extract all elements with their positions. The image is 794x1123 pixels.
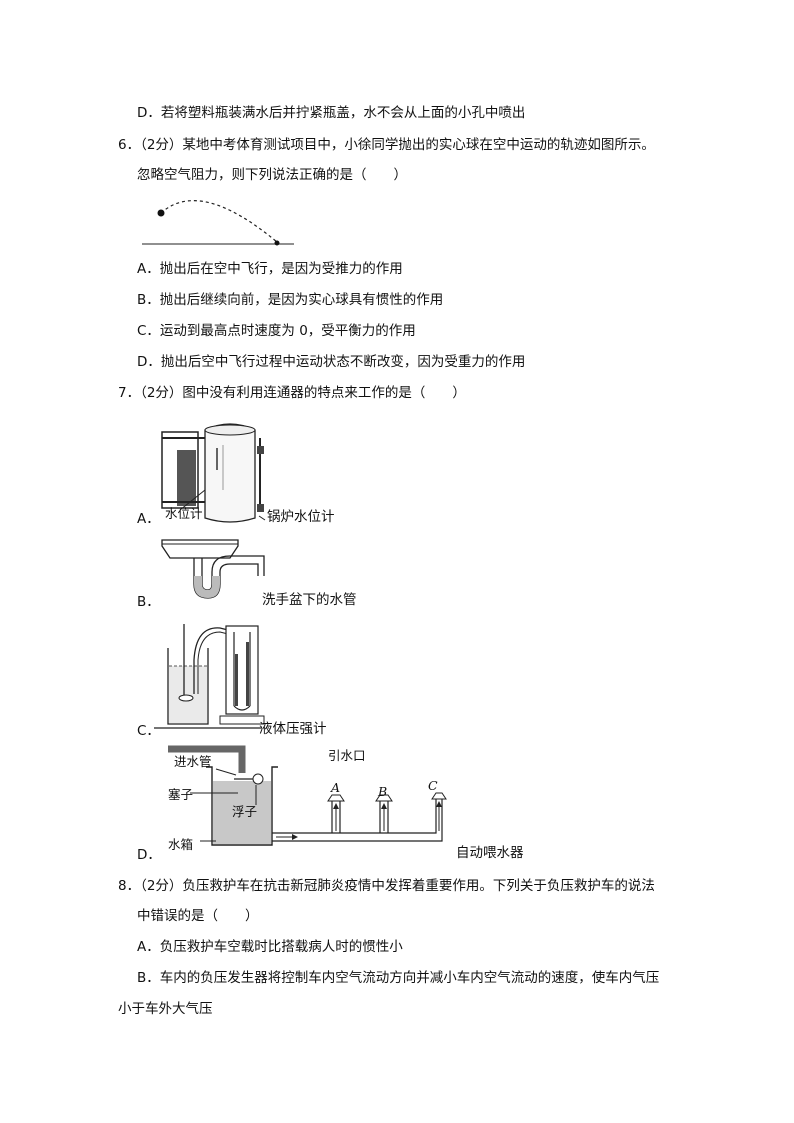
inlet-pipe-label: 进水管	[174, 754, 212, 769]
inlet-pipe	[168, 745, 246, 773]
q6-option-b: B．抛出后继续向前，是因为实心球具有惯性的作用	[137, 292, 444, 308]
outlet-label: 引水口	[328, 748, 366, 763]
q7-pressure-gauge-figure	[154, 624, 265, 729]
q6-option-d: D．抛出后空中飞行过程中运动状态不断改变，因为受重力的作用	[137, 354, 526, 370]
q7-water-feeder-figure	[168, 745, 447, 846]
outlet-b-label: B	[378, 784, 388, 799]
ball-start-point	[157, 209, 165, 217]
pressure-gauge-caption: 液体压强计	[259, 721, 327, 737]
q6-trajectory-figure	[142, 200, 294, 246]
q6-option-c: C．运动到最高点时速度为 0，受平衡力的作用	[137, 323, 416, 339]
q7-option-b-letter: B．	[137, 594, 160, 610]
tank-water	[213, 781, 271, 844]
q6-stem-line-1: 6．（2分）某地中考体育测试项目中，小徐同学抛出的实心球在空中运动的轨迹如图所示…	[118, 137, 655, 153]
q5-option-d: D．若将塑料瓶装满水后并拧紧瓶盖，水不会从上面的小孔中喷出	[137, 105, 526, 121]
outlet-a-label: A	[331, 780, 341, 795]
gauge-liquid-right	[246, 642, 249, 706]
float-label: 浮子	[232, 804, 258, 819]
gauge-board	[225, 625, 259, 715]
trajectory-curve	[160, 200, 278, 243]
water-level-gauge-label: 水位计	[165, 506, 203, 521]
ball-landing-point	[274, 240, 280, 246]
sink-pipe-caption: 洗手盆下的水管	[262, 592, 357, 608]
q7-boiler-figure	[161, 423, 266, 523]
gauge-water	[177, 450, 196, 506]
q8-option-a: A．负压救护车空载时比搭载病人时的惯性小	[137, 939, 403, 955]
beaker	[167, 648, 209, 725]
q7-option-c-letter: C．	[137, 723, 160, 739]
boiler-body	[204, 423, 256, 523]
q6-option-a: A．抛出后在空中飞行，是因为受推力的作用	[137, 261, 403, 277]
gauge-liquid-left	[235, 654, 238, 706]
water-tank	[206, 766, 278, 846]
q7-option-d-letter: D．	[137, 847, 161, 863]
q7-stem: 7．（2分）图中没有利用连通器的特点来工作的是（ ）	[118, 385, 466, 401]
q6-stem-line-2: 忽略空气阻力，则下列说法正确的是（ ）	[137, 167, 407, 183]
q7-option-a-letter: A．	[137, 511, 160, 527]
boiler-gauge-caption: 锅炉水位计	[267, 509, 335, 525]
sink-basin	[161, 539, 239, 559]
q8-option-b-line-1: B．车内的负压发生器将控制车内空气流动方向并减小车内空气流动的速度，使车内气压	[137, 970, 660, 986]
tank-label: 水箱	[168, 837, 194, 852]
u-pipe-water	[194, 576, 220, 598]
stopper-label: 塞子	[168, 787, 194, 802]
q8-option-b-line-2: 小于车外大气压	[118, 1001, 213, 1017]
outlet-c-label: C	[428, 778, 438, 793]
q7-sink-pipe-figure	[161, 539, 265, 599]
feeder-caption: 自动喂水器	[456, 845, 524, 861]
q8-stem-line-2: 中错误的是（ ）	[137, 908, 259, 924]
q8-stem-line-1: 8．（2分）负压救护车在抗击新冠肺炎疫情中发挥着重要作用。下列关于负压救护车的说…	[118, 878, 655, 894]
